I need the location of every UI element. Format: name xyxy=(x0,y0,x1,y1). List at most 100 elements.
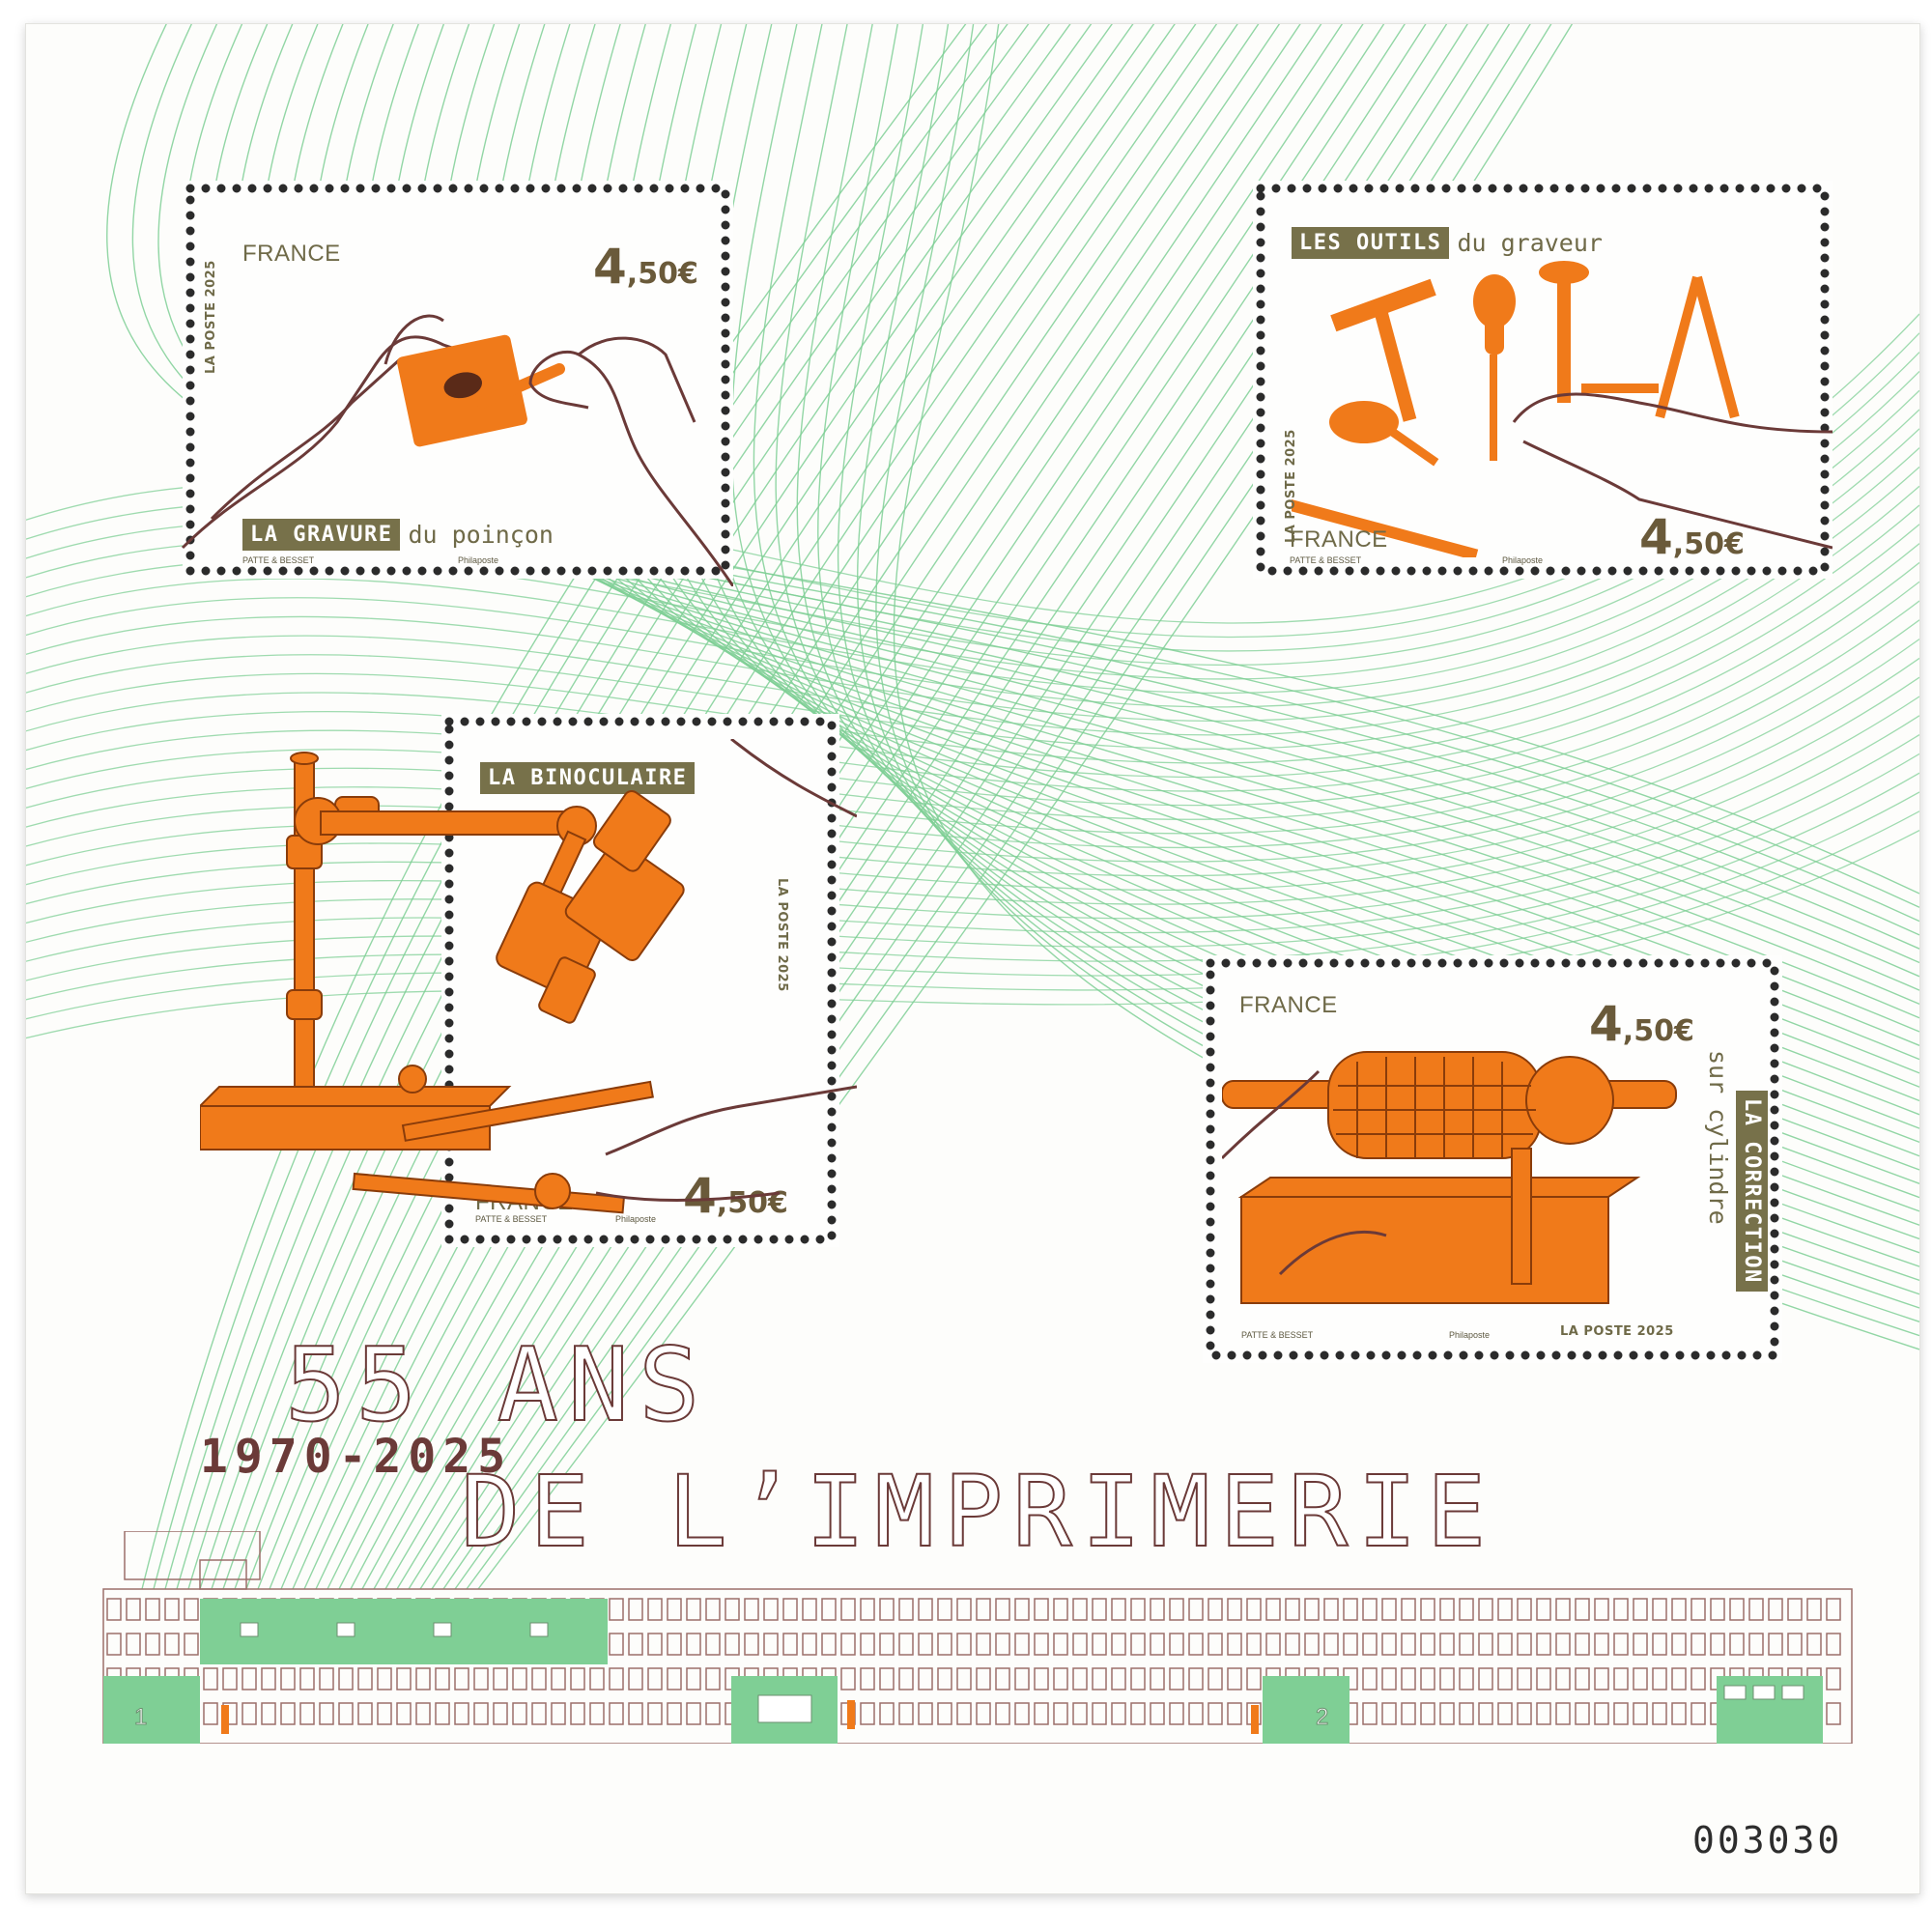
guilloche-line xyxy=(26,524,1919,779)
engraver-tools-illustration xyxy=(1292,261,1833,557)
guilloche-line xyxy=(26,772,1919,981)
facade-window xyxy=(1111,1702,1126,1725)
facade-window xyxy=(918,1633,933,1656)
facade-window xyxy=(705,1667,721,1690)
facade-window xyxy=(1459,1598,1474,1621)
face-value: 4,50€ xyxy=(1589,996,1694,1052)
cylinder-proofing-press-illustration xyxy=(1222,1051,1677,1304)
facade-window xyxy=(203,1702,218,1725)
facade-window xyxy=(995,1667,1010,1690)
facade-window xyxy=(106,1633,122,1656)
facade-window xyxy=(1169,1598,1184,1621)
facade-window xyxy=(879,1667,895,1690)
door-number-2: 2 xyxy=(1316,1704,1328,1730)
facade-window xyxy=(1362,1702,1378,1725)
stamp-caption: LA BINOCULAIRE xyxy=(480,762,696,794)
facade-window xyxy=(1150,1667,1165,1690)
facade-window xyxy=(1265,1633,1281,1656)
facade-window xyxy=(1652,1633,1667,1656)
facade-window xyxy=(164,1598,180,1621)
facade-window xyxy=(1439,1598,1455,1621)
facade-window xyxy=(1169,1702,1184,1725)
facade-window xyxy=(415,1667,431,1690)
facade-window xyxy=(377,1702,392,1725)
facade-window xyxy=(1381,1667,1397,1690)
facade-window xyxy=(840,1598,856,1621)
facade-window xyxy=(1072,1667,1088,1690)
guilloche-line xyxy=(26,409,1919,695)
facade-window xyxy=(1710,1598,1725,1621)
designer-credit: PATTE & BESSET xyxy=(242,555,315,565)
facade-window xyxy=(976,1702,991,1725)
facade-window xyxy=(1748,1598,1764,1621)
printer-mark: LA POSTE 2025 xyxy=(1560,1324,1674,1339)
facade-window xyxy=(1304,1598,1320,1621)
facade-window xyxy=(1130,1633,1146,1656)
facade-window xyxy=(667,1667,682,1690)
printer-credit: Philaposte xyxy=(615,1214,657,1224)
facade-window xyxy=(609,1667,624,1690)
facade-window xyxy=(879,1598,895,1621)
facade-window xyxy=(1671,1633,1687,1656)
facade-window xyxy=(1053,1598,1068,1621)
facade-window xyxy=(1517,1702,1532,1725)
facade-window xyxy=(1208,1667,1223,1690)
facade-window xyxy=(1439,1702,1455,1725)
facade-window xyxy=(1323,1633,1339,1656)
facade-window xyxy=(338,1667,354,1690)
facade-window xyxy=(493,1667,508,1690)
facade-window xyxy=(802,1633,817,1656)
facade-window xyxy=(1014,1598,1030,1621)
facade-window xyxy=(937,1702,952,1725)
facade-window xyxy=(1420,1633,1435,1656)
facade-window xyxy=(473,1702,489,1725)
facade-window xyxy=(357,1667,373,1690)
facade-window xyxy=(898,1702,914,1725)
facade-window xyxy=(1150,1633,1165,1656)
facade-window xyxy=(570,1667,585,1690)
facade-window xyxy=(686,1598,701,1621)
facade-window xyxy=(628,1702,643,1725)
facade-window xyxy=(1806,1633,1822,1656)
facade-window xyxy=(1575,1667,1590,1690)
facade-window xyxy=(1381,1702,1397,1725)
facade-window xyxy=(1188,1702,1204,1725)
facade-window xyxy=(1613,1598,1629,1621)
facade-window xyxy=(686,1667,701,1690)
facade-window xyxy=(106,1598,122,1621)
facade-window xyxy=(1575,1702,1590,1725)
facade-window xyxy=(1594,1702,1609,1725)
facade-window xyxy=(1401,1598,1416,1621)
facade-window xyxy=(454,1702,469,1725)
facade-window xyxy=(551,1702,566,1725)
facade-window xyxy=(1536,1633,1551,1656)
facade-window xyxy=(976,1667,991,1690)
facade-window xyxy=(763,1633,779,1656)
facade-window xyxy=(976,1598,991,1621)
facade-window xyxy=(1208,1598,1223,1621)
facade-window xyxy=(261,1667,276,1690)
facade-window xyxy=(1439,1633,1455,1656)
facade-window xyxy=(1671,1702,1687,1725)
facade-window xyxy=(280,1667,296,1690)
facade-window xyxy=(126,1633,141,1656)
facade-window xyxy=(1092,1702,1107,1725)
facade-window xyxy=(1536,1598,1551,1621)
facade-window xyxy=(1517,1633,1532,1656)
facade-window xyxy=(1092,1598,1107,1621)
face-value: 4,50€ xyxy=(683,1168,788,1224)
facade-window xyxy=(1459,1667,1474,1690)
facade-window xyxy=(628,1667,643,1690)
facade-window xyxy=(1613,1702,1629,1725)
facade-window xyxy=(686,1702,701,1725)
facade-window xyxy=(435,1702,450,1725)
facade-window xyxy=(1536,1667,1551,1690)
facade-window xyxy=(1381,1633,1397,1656)
facade-window xyxy=(1092,1667,1107,1690)
facade-window xyxy=(1594,1667,1609,1690)
facade-window xyxy=(1227,1598,1242,1621)
facade-window xyxy=(396,1702,412,1725)
facade-window xyxy=(879,1633,895,1656)
facade-window xyxy=(377,1667,392,1690)
